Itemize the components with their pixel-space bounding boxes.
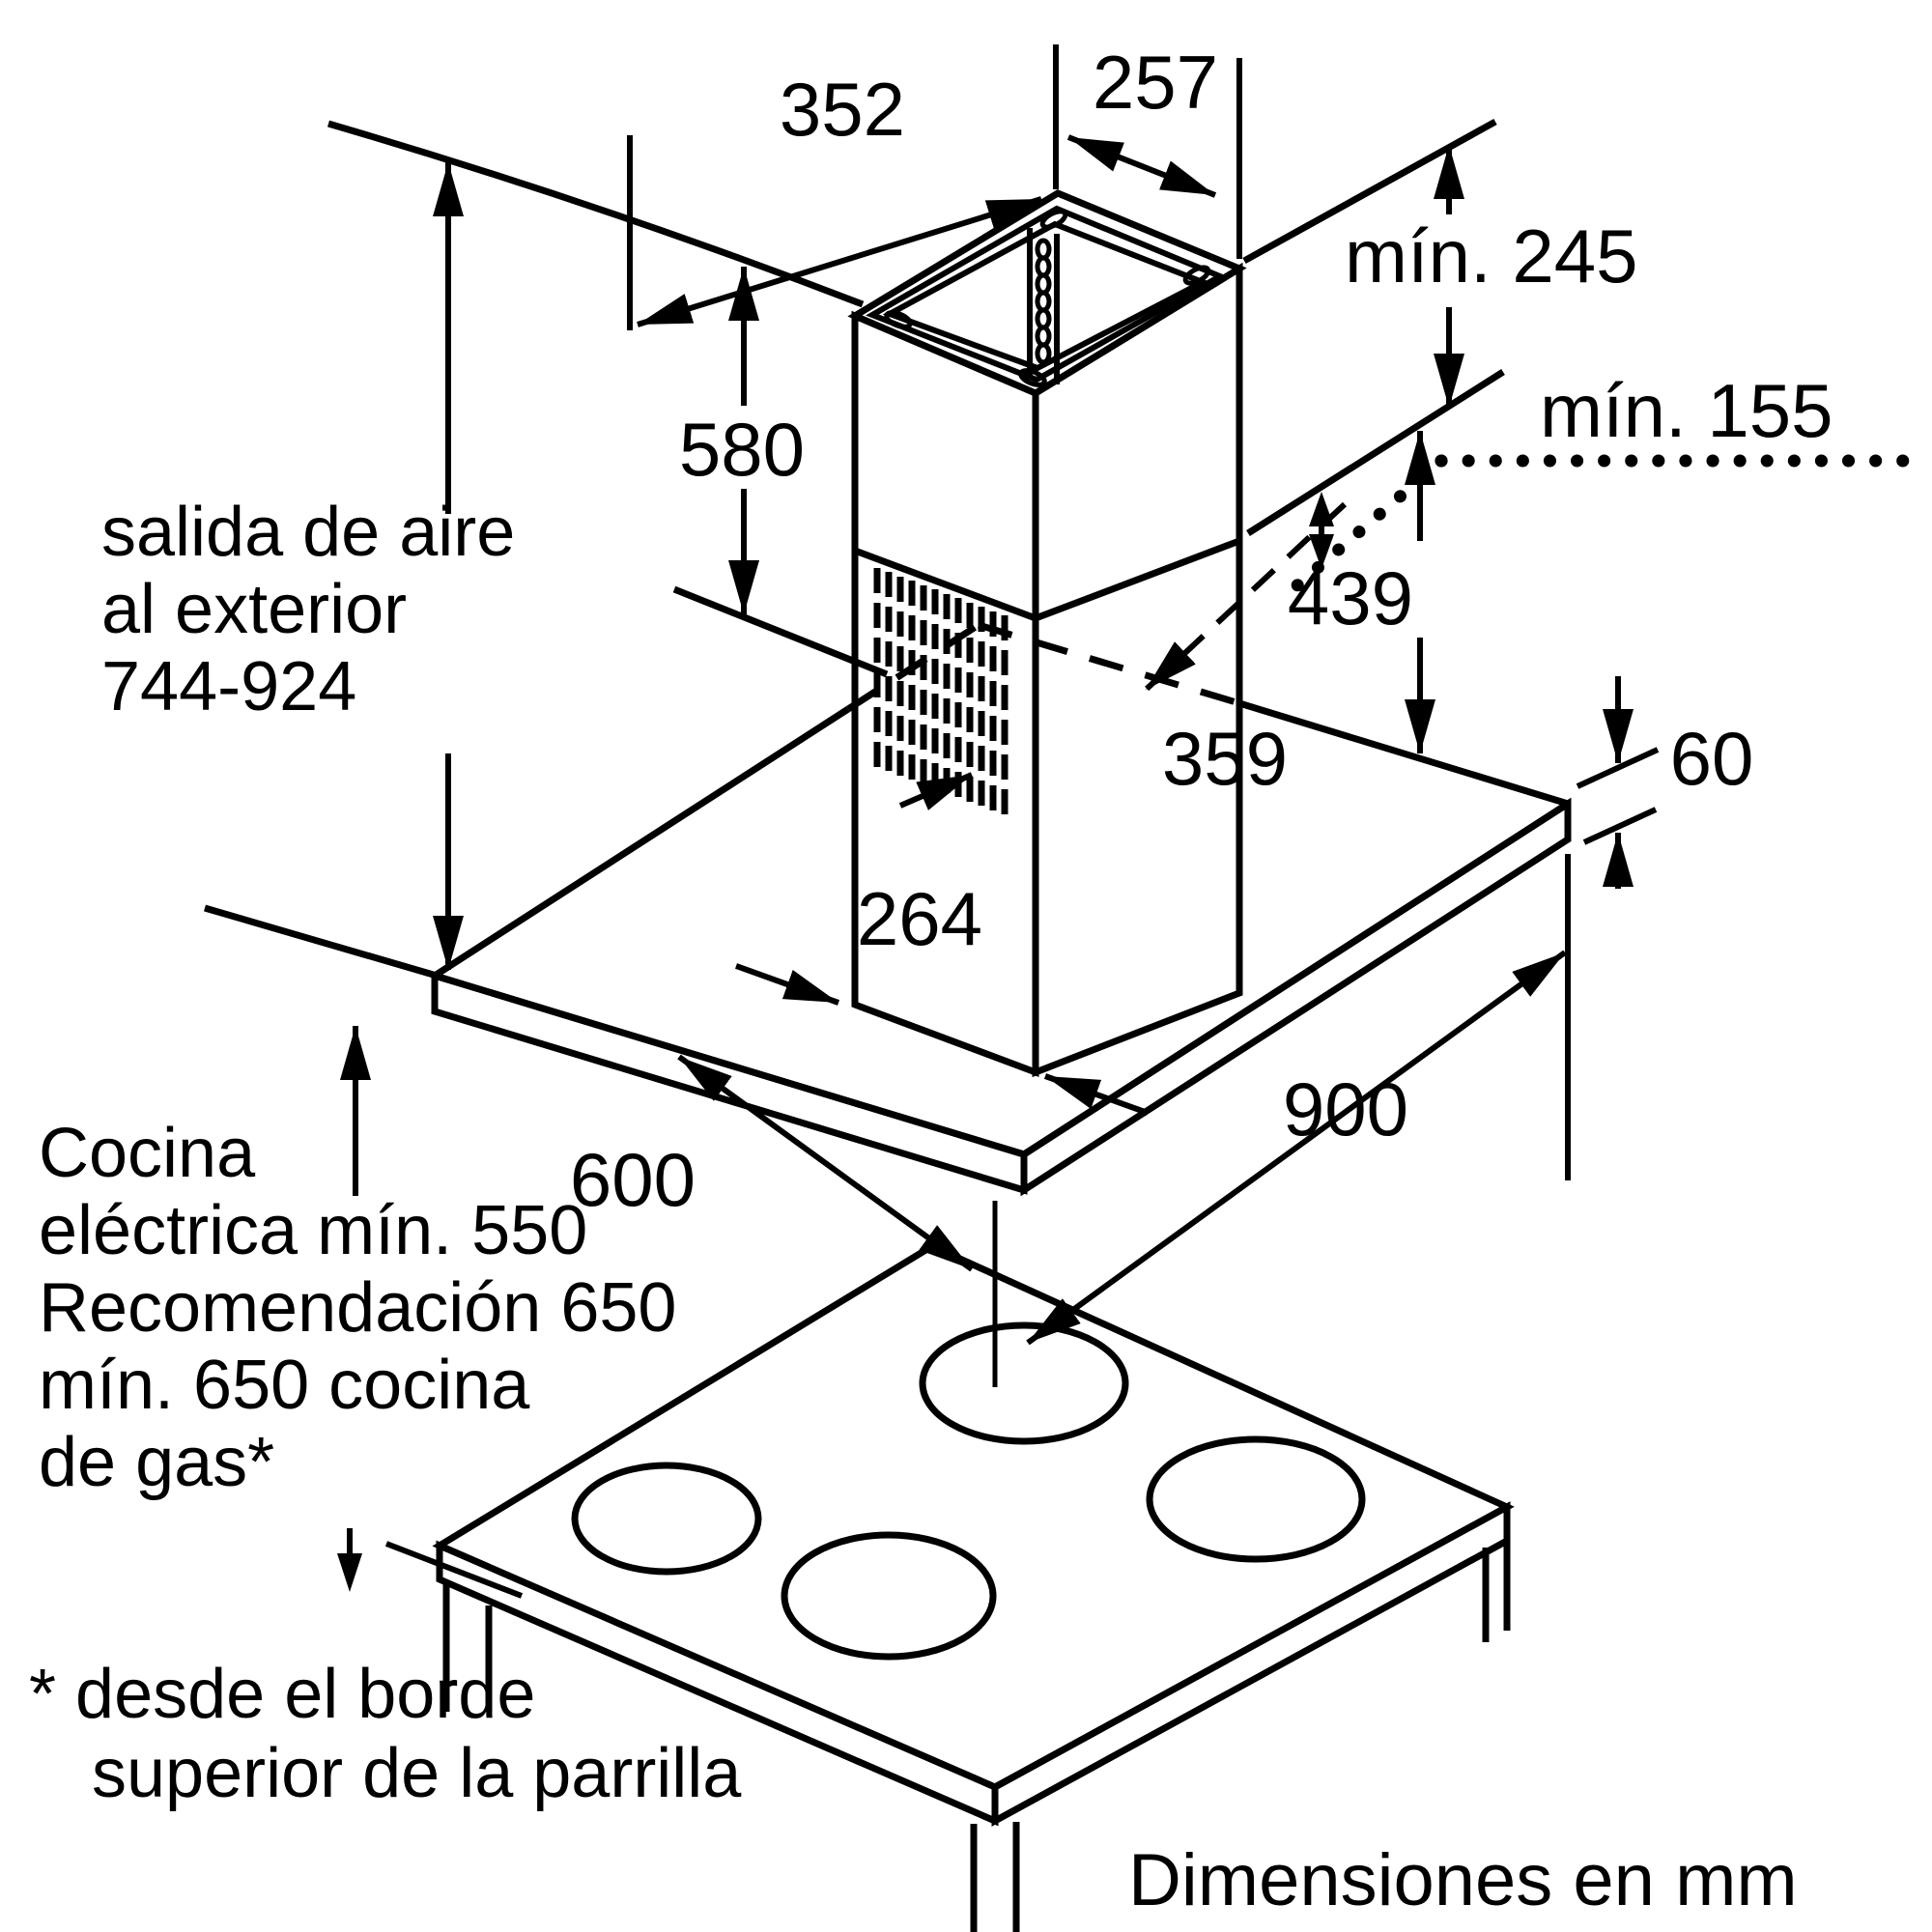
- footnote: * desde el borde superior de la parrilla: [29, 1656, 742, 1812]
- dim-900: 900: [1026, 854, 1571, 1346]
- min-245-label: mín. 245: [1345, 213, 1638, 298]
- chimney-inner-bracket: [1027, 228, 1060, 384]
- hob-note-2: eléctrica mín. 550: [39, 1192, 587, 1269]
- burners: [571, 1321, 1366, 1661]
- dim-580: 580: [679, 267, 805, 614]
- dim-439: 439: [1288, 431, 1435, 753]
- burner-right: [1146, 1435, 1366, 1563]
- air-outlet-range-label: 744-924: [101, 648, 356, 725]
- dim-744-924: salida de aire al exterior 744-924: [101, 162, 515, 970]
- dim-min-245: mín. 245: [1345, 145, 1638, 408]
- footnote-2: superior de la parrilla: [92, 1735, 742, 1812]
- burner-back: [919, 1321, 1129, 1445]
- dim-359: 359: [1143, 501, 1348, 801]
- chimney-duct: [847, 189, 1247, 1078]
- table-legs: [442, 1542, 1511, 1932]
- dim-359-label: 359: [1162, 716, 1288, 801]
- cooktop-table: [432, 1201, 1515, 1932]
- dim-60-label: 60: [1670, 716, 1754, 801]
- burner-front: [781, 1531, 997, 1661]
- dim-352-label: 352: [780, 67, 905, 152]
- dim-600-label: 600: [570, 1137, 696, 1222]
- dim-580-label: 580: [679, 407, 805, 492]
- min-155-label: mín. 155: [1540, 368, 1833, 453]
- dim-600: 600: [570, 1054, 974, 1272]
- chimney-seam: [853, 537, 1241, 622]
- air-outlet-label-1: salida de aire: [101, 494, 515, 571]
- dim-60: 60: [1576, 676, 1754, 889]
- footnote-1: * desde el borde: [29, 1656, 535, 1733]
- hob-distance-note: Cocina eléctrica mín. 550 Recomendación …: [39, 1026, 676, 1599]
- dim-257-label: 257: [1093, 40, 1218, 125]
- seam-extension-left: [672, 585, 889, 678]
- hob-note-3: Recomendación 650: [39, 1269, 676, 1347]
- canopy-hidden-edges: [846, 621, 1241, 712]
- hob-note-4: mín. 650 cocina: [39, 1347, 530, 1424]
- dim-257: 257: [1066, 40, 1242, 259]
- dim-439-label: 439: [1288, 555, 1413, 640]
- units-note: Dimensiones en mm: [1128, 1839, 1798, 1921]
- hob-note-1: Cocina: [39, 1115, 256, 1192]
- canopy-extension-left: [204, 904, 438, 980]
- dim-900-label: 900: [1283, 1066, 1408, 1151]
- dim-min-155: mín. 155: [1284, 368, 1924, 598]
- hob-note-5: de gas*: [39, 1424, 274, 1501]
- seam-extension-right: [1246, 369, 1505, 536]
- dim-352: 352: [627, 44, 1059, 330]
- air-outlet-label-2: al exterior: [101, 571, 407, 648]
- dim-264-label: 264: [857, 876, 982, 961]
- burner-left: [571, 1462, 762, 1576]
